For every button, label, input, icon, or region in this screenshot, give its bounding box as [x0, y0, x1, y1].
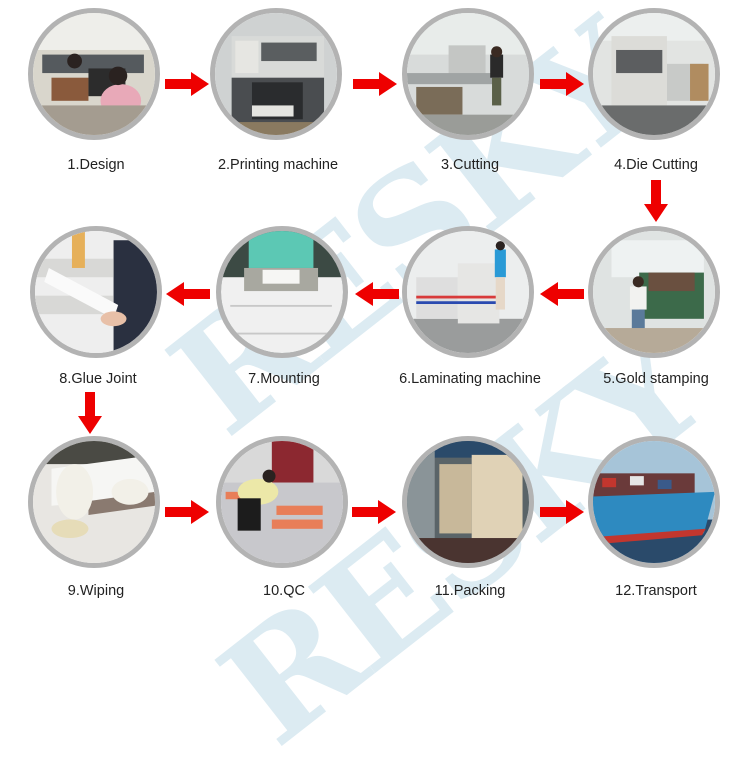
- arrow-down-icon: [644, 180, 668, 222]
- arrow-left-icon: [166, 282, 210, 306]
- wiping-gloves-image: [33, 441, 155, 563]
- step-label: 12.Transport: [615, 583, 697, 599]
- step-label: 6.Laminating machine: [399, 371, 541, 387]
- arrow-right-icon: [540, 500, 584, 524]
- offset-printing-press-image: [215, 13, 337, 135]
- laminating-machine-image: [407, 231, 529, 353]
- container-ship-image: [593, 441, 715, 563]
- step-photo: [588, 436, 720, 568]
- arrow-left-icon: [355, 282, 399, 306]
- step-photo: [30, 226, 162, 358]
- step-photo: [210, 8, 342, 140]
- gold-stamping-workshop-image: [593, 231, 715, 353]
- step-label: 9.Wiping: [67, 583, 125, 599]
- step-label: 5.Gold stamping: [603, 371, 709, 387]
- arrow-right-icon: [165, 500, 209, 524]
- step-label: 4.Die Cutting: [614, 157, 698, 173]
- paper-cutting-machine-image: [407, 13, 529, 135]
- step-label: 11.Packing: [434, 583, 506, 599]
- arrow-right-icon: [353, 72, 397, 96]
- step-label: 7.Mounting: [248, 371, 320, 387]
- step-label: 2.Printing machine: [217, 157, 339, 173]
- step-photo: [28, 8, 160, 140]
- office-design-team-image: [33, 13, 155, 135]
- step-photo: [588, 226, 720, 358]
- step-label: 8.Glue Joint: [59, 371, 137, 387]
- step-photo: [216, 226, 348, 358]
- die-cutting-machine-image: [593, 13, 715, 135]
- step-photo: [216, 436, 348, 568]
- step-photo: [402, 8, 534, 140]
- box-mounting-image: [221, 231, 343, 353]
- step-label: 1.Design: [67, 157, 125, 173]
- arrow-right-icon: [352, 500, 396, 524]
- step-label: 10.QC: [263, 583, 305, 599]
- step-photo: [28, 436, 160, 568]
- arrow-left-icon: [540, 282, 584, 306]
- step-photo: [402, 226, 534, 358]
- arrow-down-icon: [78, 392, 102, 434]
- step-photo: [402, 436, 534, 568]
- step-photo: [588, 8, 720, 140]
- step-label: 3.Cutting: [440, 157, 500, 173]
- glue-joint-image: [35, 231, 157, 353]
- arrow-right-icon: [540, 72, 584, 96]
- quality-control-image: [221, 441, 343, 563]
- container-packing-image: [407, 441, 529, 563]
- arrow-right-icon: [165, 72, 209, 96]
